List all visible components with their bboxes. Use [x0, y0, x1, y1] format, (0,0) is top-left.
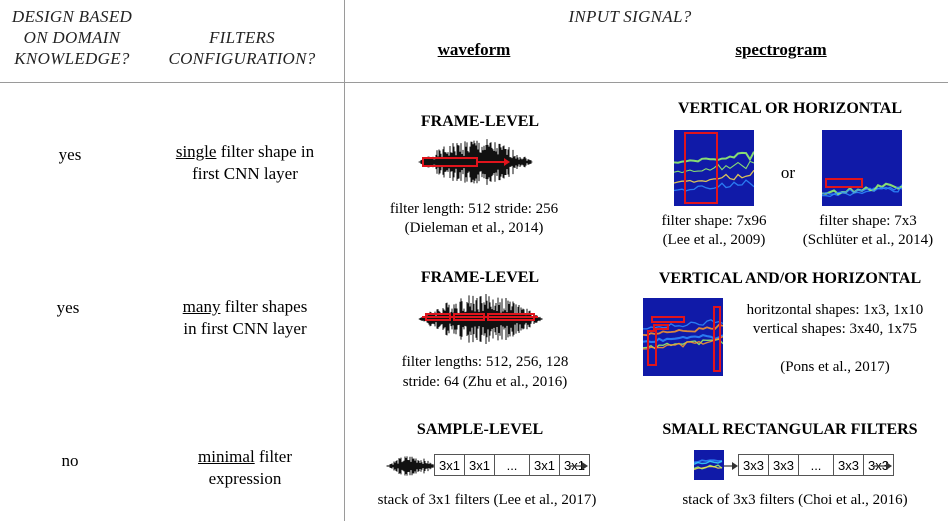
header-domain-knowledge: DESIGN BASED ON DOMAIN KNOWLEDGE? — [2, 6, 142, 69]
row3-spec-arrow-out — [874, 462, 892, 470]
row2-horizontal-filter-b — [653, 324, 669, 330]
row2-spectrogram — [643, 298, 723, 376]
row3-spec-caption: stack of 3x3 filters (Choi et al., 2016) — [682, 492, 908, 508]
row3-domain: no — [61, 451, 79, 470]
row1-vertical-filter — [684, 132, 718, 204]
row1-or: or — [780, 163, 796, 182]
row1-waveform-signal — [418, 139, 533, 185]
row3-config-line2: expression — [208, 469, 282, 488]
header-waveform: waveform — [437, 40, 511, 59]
row1-spec-caption-right2: (Schlüter et al., 2014) — [802, 232, 934, 248]
row1-waveform — [418, 139, 533, 185]
row2-vertical-filter-a — [647, 330, 657, 366]
spectrogram-harmonic — [694, 465, 723, 471]
row3-config-keyword: minimal — [198, 447, 255, 466]
row2-spec-caption1: horitzontal shapes: 1x3, 1x10 — [746, 302, 924, 318]
header-domain-line2: ON DOMAIN — [23, 28, 121, 47]
row1-config: single filter shape in first CNN layer — [150, 141, 340, 185]
row1-wave-caption2: (Dieleman et al., 2014) — [404, 220, 544, 236]
row3-spectrogram — [694, 450, 724, 480]
row1-wave-caption1: filter length: 512 stride: 256 — [389, 201, 559, 217]
header-filters-config: FILTERS CONFIGURATION? — [152, 27, 332, 69]
row1-spec-caption-right1: filter shape: 7x3 — [819, 213, 917, 229]
row1-spectrogram-right — [822, 130, 902, 206]
row3-wave-filter-stack: 3x1 3x1 ... 3x1 3x1 — [434, 454, 590, 476]
header-input-signal: INPUT SIGNAL? — [568, 7, 692, 26]
spectrogram-harmonic — [822, 186, 902, 195]
wave-filter-box: 3x1 — [529, 454, 560, 476]
row2-wave-caption1: filter lengths: 512, 256, 128 — [401, 354, 569, 370]
header-filters-line1: FILTERS — [209, 28, 275, 47]
row3-spectrogram-image — [694, 450, 724, 480]
spectrogram-harmonic — [674, 169, 754, 184]
header-domain-line1: DESIGN BASED — [11, 7, 133, 26]
row1-config-rest: filter shape in — [216, 142, 315, 161]
row1-spec-title: VERTICAL OR HORIZONTAL — [677, 100, 903, 117]
header-domain-line3: KNOWLEDGE? — [14, 49, 130, 68]
header-divider — [0, 82, 948, 83]
row2-config-line2: in first CNN layer — [183, 319, 307, 338]
row1-horizontal-filter — [825, 178, 863, 188]
row2-vertical-filter-b — [713, 306, 721, 372]
row1-config-line2: first CNN layer — [192, 164, 298, 183]
spec-filter-box: 3x3 — [863, 454, 894, 476]
row3-spec-arrow-in — [724, 462, 738, 470]
row1-domain: yes — [58, 145, 82, 164]
spec-filter-box: 3x3 — [768, 454, 799, 476]
row1-spectrogram-left-image — [674, 130, 754, 206]
wave-filter-box: 3x1 — [559, 454, 590, 476]
row2-wave-title: FRAME-LEVEL — [420, 269, 540, 286]
row2-spec-title: VERTICAL AND/OR HORIZONTAL — [658, 270, 922, 287]
row2-horizontal-filter-a — [651, 316, 685, 323]
row2-spec-caption3: (Pons et al., 2017) — [780, 359, 890, 375]
row1-spec-caption-left1: filter shape: 7x96 — [661, 213, 767, 229]
wave-filter-ellipsis: ... — [494, 454, 530, 476]
row2-config: many filter shapes in first CNN layer — [150, 296, 340, 340]
row2-config-rest: filter shapes — [220, 297, 308, 316]
row2-wave-caption2: stride: 64 (Zhu et al., 2016) — [402, 374, 568, 390]
spectrogram-harmonic — [694, 459, 723, 464]
row1-wave-title: FRAME-LEVEL — [420, 113, 540, 130]
spectrogram-harmonic — [674, 160, 754, 174]
row3-wave-title: SAMPLE-LEVEL — [416, 421, 544, 438]
header-filters-line2: CONFIGURATION? — [168, 49, 316, 68]
row1-stride-arrowhead — [504, 158, 510, 166]
row3-wave-caption: stack of 3x1 filters (Lee et al., 2017) — [377, 492, 597, 508]
row2-spec-caption2: vertical shapes: 3x40, 1x75 — [752, 321, 918, 337]
row3-waveform — [386, 456, 435, 476]
spectrogram-harmonic — [674, 179, 754, 192]
row2-domain: yes — [56, 298, 80, 317]
row1-config-keyword: single — [175, 142, 217, 161]
header-spectrogram: spectrogram — [735, 40, 827, 59]
row3-waveform-signal — [386, 456, 435, 476]
spectrogram-harmonic — [643, 319, 723, 330]
spectrogram-background — [694, 450, 724, 480]
spec-filter-ellipsis: ... — [798, 454, 834, 476]
row3-spec-filter-stack: 3x3 3x3 ... 3x3 3x3 — [738, 454, 894, 476]
row1-spectrogram-left — [674, 130, 754, 206]
wave-filter-box: 3x1 — [464, 454, 495, 476]
row1-spectrogram-right-image — [822, 130, 902, 206]
row3-config: minimal filter expression — [150, 446, 340, 490]
spec-filter-box: 3x3 — [833, 454, 864, 476]
row3-wave-arrow — [570, 462, 588, 470]
column-divider — [344, 0, 345, 521]
row3-config-rest: filter — [254, 447, 292, 466]
row2-waveform — [418, 294, 543, 344]
spectrogram-harmonic — [674, 151, 754, 164]
wave-filter-box: 3x1 — [434, 454, 465, 476]
row1-spec-caption-left2: (Lee et al., 2009) — [662, 232, 766, 248]
row3-spec-title: SMALL RECTANGULAR FILTERS — [662, 421, 918, 438]
row2-config-keyword: many — [182, 297, 221, 316]
spectrogram-harmonic — [694, 460, 723, 465]
spec-filter-box: 3x3 — [738, 454, 769, 476]
